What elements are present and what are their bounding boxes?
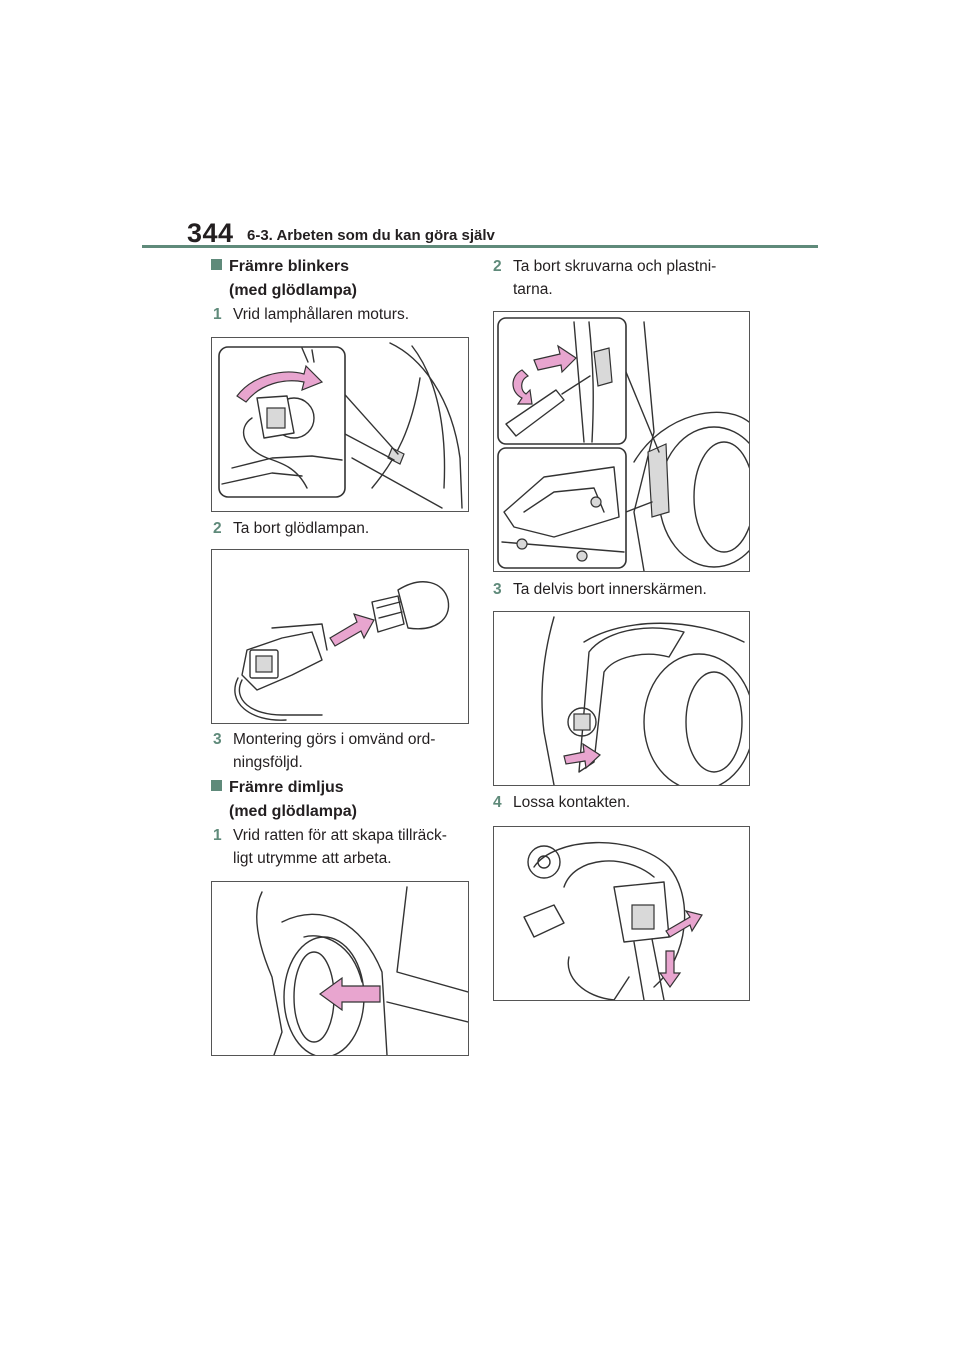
figure-remove-bulb xyxy=(211,549,469,724)
step-1-turn-wheel: 1 Vrid ratten för att skapa tillräck- li… xyxy=(213,827,447,867)
illustration-fog-connector xyxy=(523,841,703,1000)
square-bullet-icon xyxy=(211,259,222,270)
step-3-remove-fender-liner: 3 Ta delvis bort innerskärmen. xyxy=(493,581,707,598)
illustration-bulb-holder xyxy=(218,342,463,509)
figure-fender-liner xyxy=(493,611,750,786)
step-2-remove-screws: 2 Ta bort skruvarna och plastni- tarna. xyxy=(493,258,717,298)
header-rule xyxy=(142,245,818,248)
step-2-remove-bulb: 2 Ta bort glödlampan. xyxy=(213,520,370,537)
illustration-screws-clips xyxy=(497,317,749,571)
chapter-title: 6-3. Arbeten som du kan göra själv xyxy=(247,227,495,244)
figure-remove-screws xyxy=(493,311,750,572)
page-number: 344 xyxy=(187,218,234,248)
illustration-bulb-socket xyxy=(234,581,450,721)
illustration-wheel-turned xyxy=(256,886,468,1055)
step-3-reassemble: 3 Montering görs i omvänd ord- ningsfölj… xyxy=(213,731,436,771)
section-heading-front-fog: Främre dimljus (med glödlampa) xyxy=(211,776,357,824)
figure-connector xyxy=(493,826,750,1001)
figure-turn-steering xyxy=(211,881,469,1056)
square-bullet-icon xyxy=(211,780,222,791)
figure-rotate-bulb-holder xyxy=(211,337,469,512)
step-1-rotate-holder: 1 Vrid lamphållaren moturs. xyxy=(213,306,410,323)
section-heading-front-indicator: Främre blinkers (med glödlampa) xyxy=(211,255,357,303)
step-4-disconnect-connector: 4 Lossa kontakten. xyxy=(493,794,631,811)
illustration-fender-liner xyxy=(541,616,749,785)
